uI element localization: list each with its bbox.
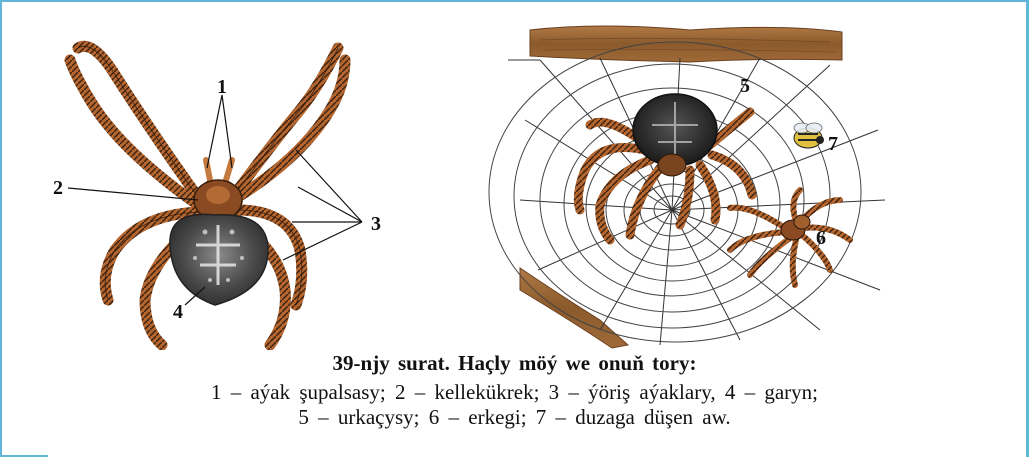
top-branch (530, 26, 842, 62)
figure-legend-line-1: 1 – aýak şupalsasy; 2 – kellekükrek; 3 –… (0, 380, 1029, 405)
label-5: 5 (740, 75, 750, 97)
figure-caption-title: 39-njy surat. Haçly möý we onuň tory: (0, 351, 1029, 376)
prey-insect (794, 123, 824, 148)
label-6: 6 (816, 227, 826, 249)
label-1: 1 (217, 76, 227, 98)
label-4: 4 (173, 301, 183, 323)
label-3: 3 (371, 213, 381, 235)
label-2: 2 (53, 177, 63, 199)
web-scene (489, 26, 885, 348)
label-7: 7 (828, 133, 838, 155)
figure-legend-line-2: 5 – urkaçysy; 6 – erkegi; 7 – duzaga düş… (0, 405, 1029, 430)
left-spider (70, 46, 345, 345)
spider-illustration: 1 2 3 4 (0, 0, 1029, 350)
